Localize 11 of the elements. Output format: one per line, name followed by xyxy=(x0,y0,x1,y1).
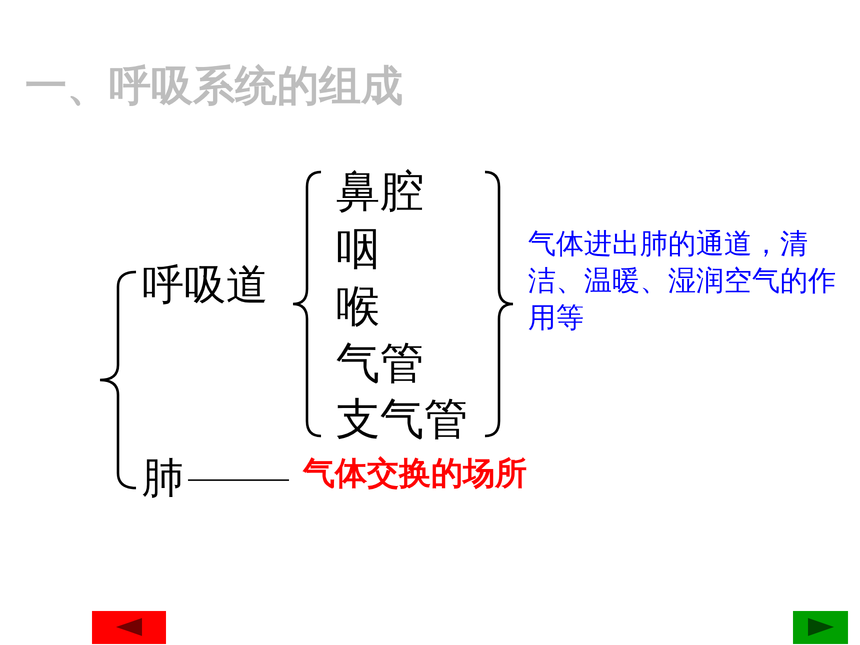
organ-label: 喉 xyxy=(336,283,380,332)
organ-label: 呼吸道 xyxy=(142,262,268,308)
organ-label: 支气管 xyxy=(336,396,468,444)
slide-title: 一、呼吸系统的组成 xyxy=(25,60,403,112)
organ-label: 咽 xyxy=(336,226,380,274)
organ-label: 肺 xyxy=(142,455,184,502)
description-text: 气体进出肺的通道，清洁、温暖、湿润空气的作用等 xyxy=(528,226,837,336)
organ-label: 鼻腔 xyxy=(336,168,424,216)
organ-label: 气管 xyxy=(336,340,424,388)
connector-line xyxy=(188,479,289,481)
function-text: 气体交换的场所 xyxy=(303,456,527,492)
